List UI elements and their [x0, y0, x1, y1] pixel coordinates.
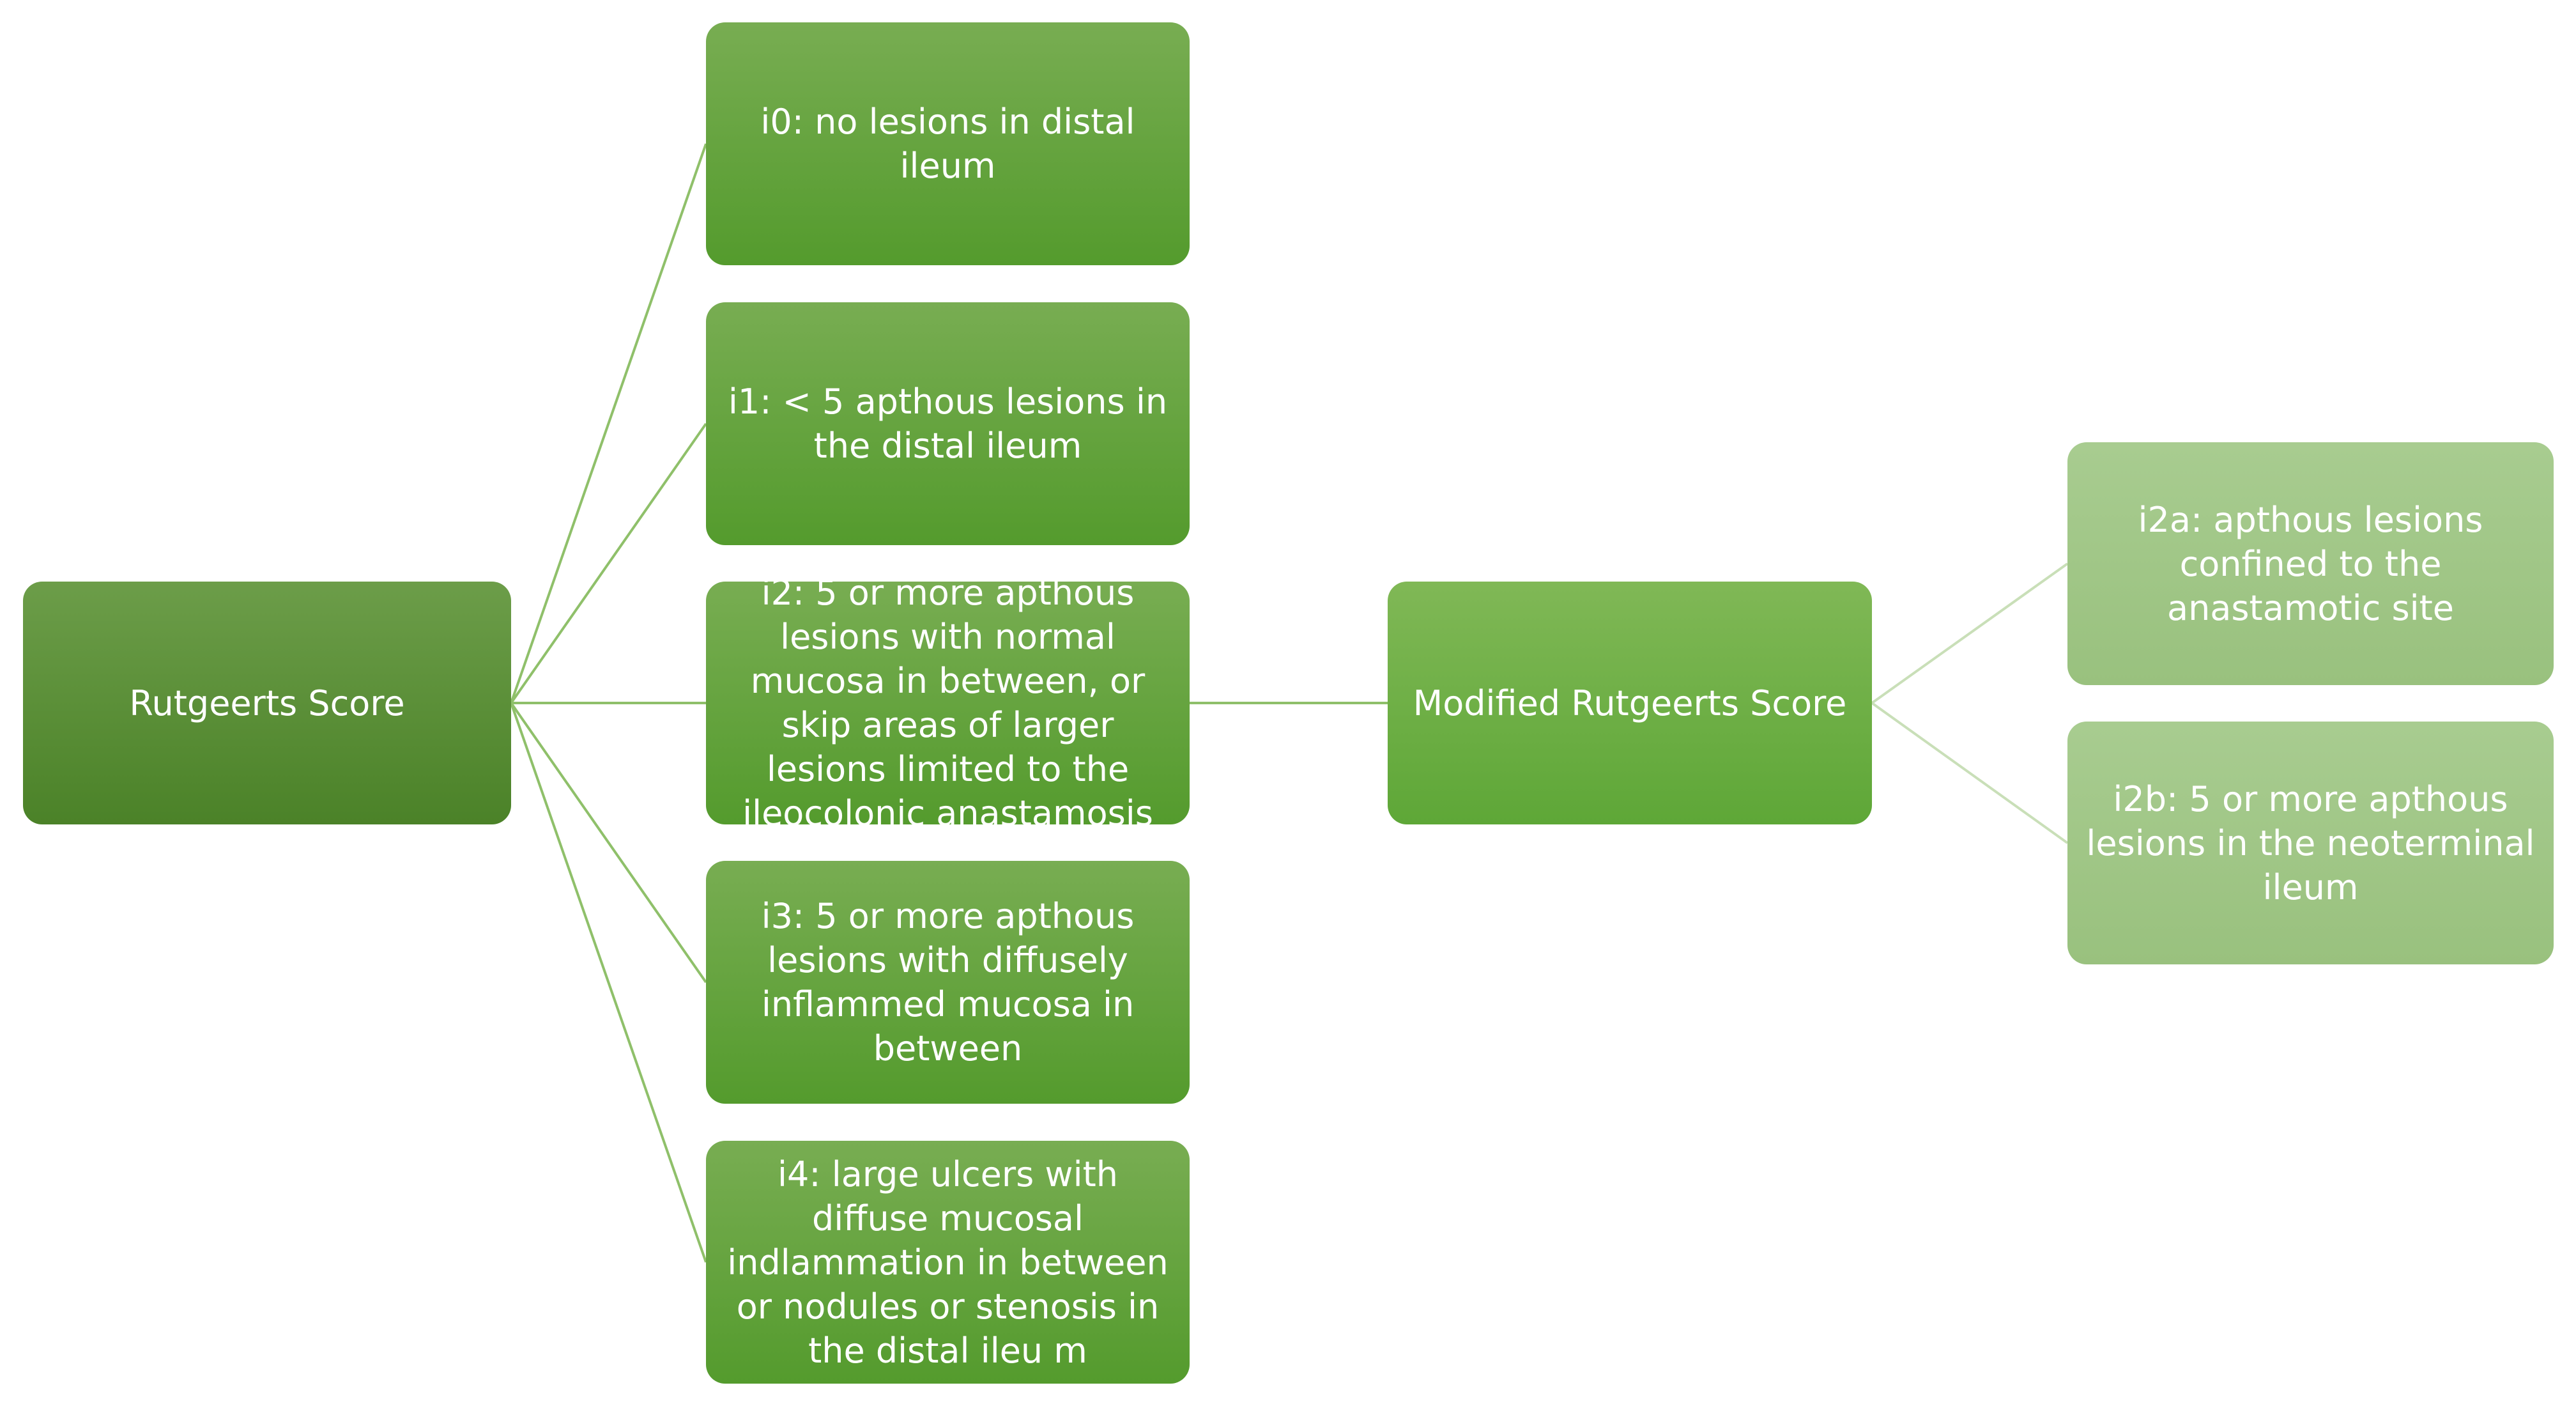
score-i3-node: i3: 5 or more apthous lesions with diffu… — [706, 861, 1190, 1104]
connector-modified-i2a — [1871, 562, 2069, 704]
modified-rutgeerts-score-label: Modified Rutgeerts Score — [1413, 683, 1847, 723]
score-i2-node: i2: 5 or more apthous lesions with norma… — [706, 573, 1190, 833]
score-i2-label: i2: 5 or more apthous lesions with norma… — [742, 573, 1153, 833]
score-i0-node: i0: no lesions in distal ileum — [706, 22, 1190, 265]
score-i4-label: i4: large ulcers with diffuse mucosal in… — [727, 1154, 1169, 1371]
score-i2b-node: i2b: 5 or more apthous lesions in the ne… — [2067, 722, 2554, 964]
score-i1-node: i1: < 5 apthous lesions in the distal il… — [706, 302, 1190, 545]
rutgeerts-score-node: Rutgeerts Score — [23, 582, 511, 824]
score-i3-label: i3: 5 or more apthous lesions with diffu… — [761, 896, 1135, 1069]
connector-root-i4 — [510, 702, 707, 1263]
rutgeerts-score-label: Rutgeerts Score — [129, 683, 405, 723]
score-i2b-label: i2b: 5 or more apthous lesions in the ne… — [2086, 778, 2535, 908]
score-i2a-label: i2a: apthous lesions confined to the ana… — [2138, 499, 2483, 628]
connector-root-i3 — [510, 702, 707, 984]
connector-root-i1 — [510, 422, 707, 704]
score-i4-node: i4: large ulcers with diffuse mucosal in… — [706, 1141, 1190, 1384]
connector-root-i0 — [510, 143, 707, 704]
modified-rutgeerts-score-node: Modified Rutgeerts Score — [1388, 582, 1872, 824]
connector-modified-i2b — [1871, 702, 2069, 844]
score-i2a-node: i2a: apthous lesions confined to the ana… — [2067, 442, 2554, 685]
score-i1-label: i1: < 5 apthous lesions in the distal il… — [728, 382, 1168, 466]
score-i0-label: i0: no lesions in distal ileum — [760, 102, 1135, 186]
